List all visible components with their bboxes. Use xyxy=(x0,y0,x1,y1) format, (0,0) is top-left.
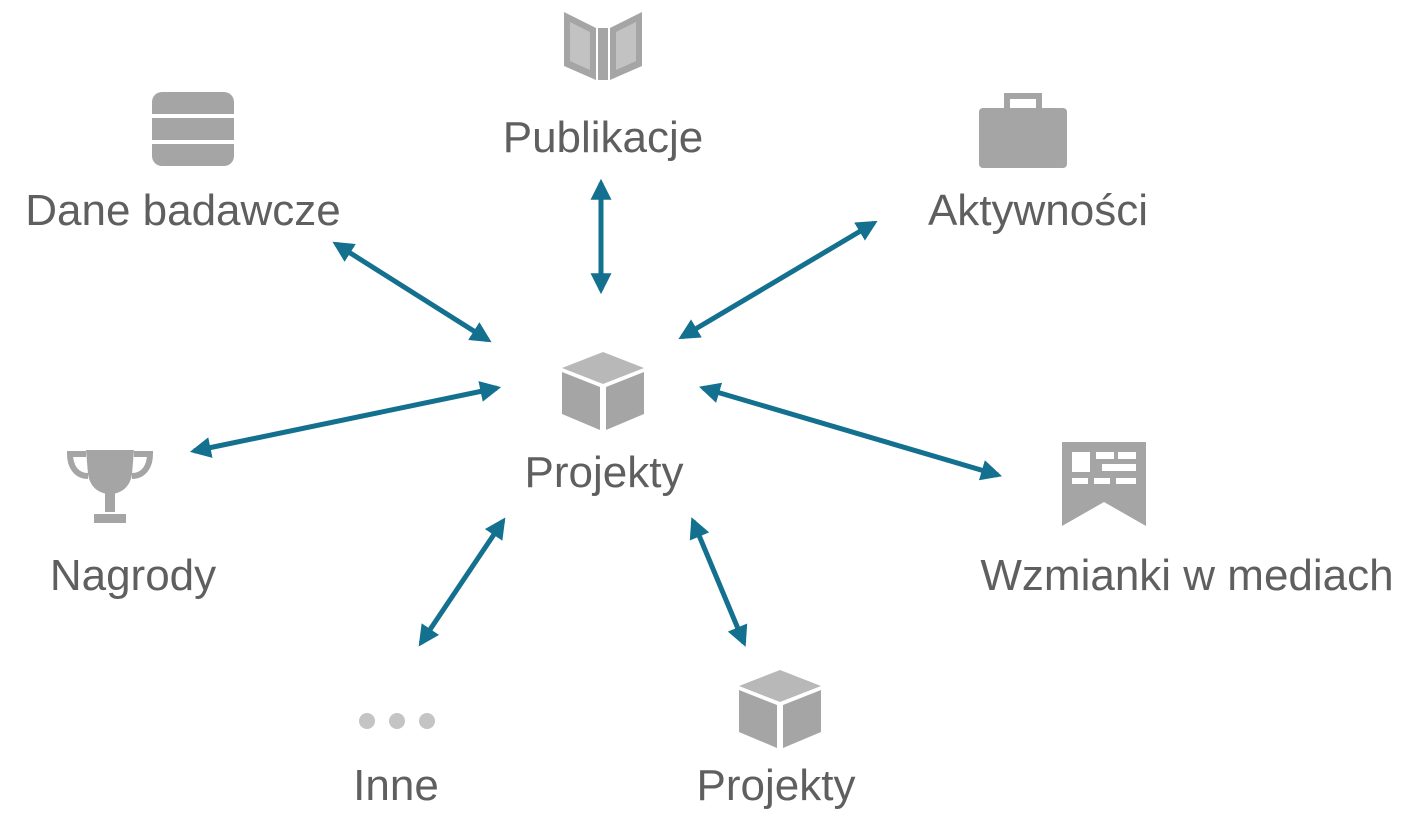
aktywnosci-label: Aktywności xyxy=(927,186,1149,235)
arrow-nagrody xyxy=(189,381,502,458)
news-bookmark-icon xyxy=(1062,442,1146,526)
arrow-wzmianki xyxy=(698,382,1003,481)
inne-label: Inne xyxy=(353,761,439,810)
arrow-aktywnosci xyxy=(678,220,878,340)
cube-icon xyxy=(562,352,644,430)
cube-icon xyxy=(739,670,821,748)
trophy-icon xyxy=(66,450,154,523)
wzmianki-label: Wzmianki w mediach xyxy=(980,551,1394,600)
arrow-inne xyxy=(418,517,506,647)
book-icon xyxy=(564,12,642,80)
arrow-projekty xyxy=(689,517,748,647)
database-icon xyxy=(152,92,234,166)
arrow-dane-badawcze xyxy=(332,241,492,343)
briefcase-icon xyxy=(979,93,1067,168)
dane-badawcze-label: Dane badawcze xyxy=(25,186,341,235)
center-projekty-label: Projekty xyxy=(524,448,684,497)
publikacje-label: Publikacje xyxy=(502,113,704,162)
projekty-label: Projekty xyxy=(696,761,856,810)
nagrody-label: Nagrody xyxy=(49,551,217,600)
more-dots-icon xyxy=(359,713,435,729)
